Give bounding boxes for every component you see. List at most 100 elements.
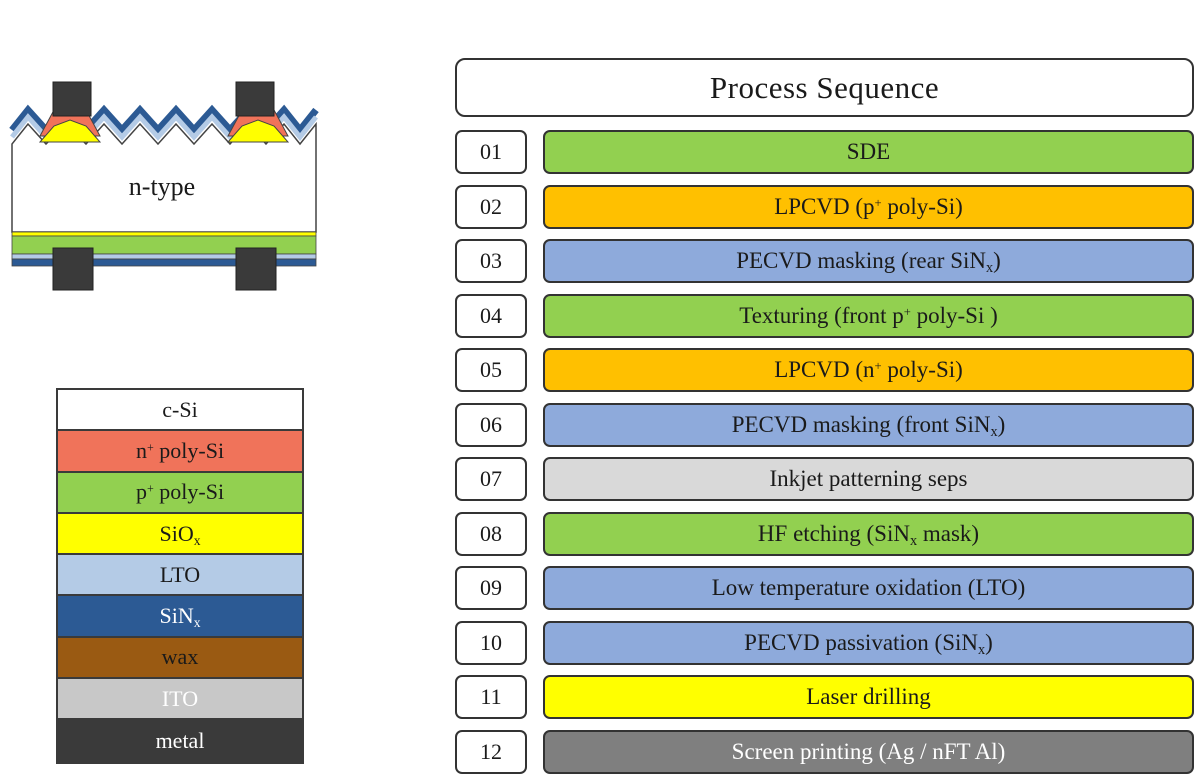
front-siox-right bbox=[226, 119, 290, 143]
step-label-text: LPCVD (p bbox=[774, 193, 875, 219]
step-label-superscript: + bbox=[874, 195, 882, 210]
process-step-11: 11 Laser drilling bbox=[455, 675, 1194, 719]
legend-label-text: LTO bbox=[159, 561, 201, 587]
step-label: Laser drilling bbox=[806, 684, 931, 710]
legend-label: ITO bbox=[162, 686, 198, 712]
step-number: 07 bbox=[455, 457, 527, 501]
step-description-bar: LPCVD (p+ poly-Si) bbox=[543, 184, 1194, 229]
step-number: 11 bbox=[455, 675, 527, 719]
step-label: Texturing (front p+ poly-Si ) bbox=[739, 303, 998, 329]
legend-item-wax: wax bbox=[58, 637, 302, 680]
step-label-text: PECVD masking (front SiN bbox=[731, 411, 991, 437]
step-label-text: Inkjet patterning seps bbox=[769, 466, 968, 491]
step-label: PECVD masking (rear SiNx) bbox=[736, 248, 1001, 276]
step-description-bar: Texturing (front p+ poly-Si ) bbox=[543, 293, 1194, 338]
legend-label-subscript: x bbox=[193, 614, 201, 630]
legend-label-subscript: x bbox=[193, 532, 201, 548]
step-number: 02 bbox=[455, 184, 527, 229]
step-number: 09 bbox=[455, 566, 527, 610]
step-label-text-cont: poly-Si ) bbox=[910, 302, 998, 328]
step-description-bar: Screen printing (Ag / nFT Al) bbox=[543, 729, 1194, 774]
step-label: HF etching (SiNx mask) bbox=[757, 520, 980, 549]
step-label-text: Laser drilling bbox=[806, 684, 931, 709]
solar-cell-cross-section: n-type bbox=[9, 81, 319, 291]
front-metal-contact-left bbox=[52, 81, 92, 117]
legend-item-lto: LTO bbox=[58, 555, 302, 597]
legend-label-text: c-Si bbox=[162, 396, 198, 422]
step-label-suffix: mask) bbox=[917, 520, 980, 546]
process-step-03: 03 PECVD masking (rear SiNx) bbox=[455, 239, 1194, 283]
legend-item-n-poly-si: n+ poly-Si bbox=[58, 431, 302, 473]
legend-label: SiOx bbox=[159, 521, 200, 547]
step-number: 04 bbox=[455, 293, 527, 338]
step-label-text: SDE bbox=[846, 139, 891, 164]
step-label-suffix: ) bbox=[985, 629, 993, 655]
legend-label-text: ITO bbox=[161, 685, 199, 711]
step-label-text: Screen printing (Ag / nFT Al) bbox=[731, 738, 1006, 764]
step-number: 08 bbox=[455, 511, 527, 556]
process-step-06: 06 PECVD masking (front SiNx) bbox=[455, 402, 1194, 447]
process-sequence-title: Process Sequence bbox=[455, 58, 1194, 117]
step-label-text: Texturing (front p bbox=[739, 302, 904, 328]
legend-label-text: metal bbox=[155, 728, 205, 754]
legend-label: wax bbox=[162, 644, 199, 670]
step-label: Inkjet patterning seps bbox=[769, 466, 967, 492]
legend-item-sinx: SiNx bbox=[58, 596, 302, 638]
front-siox-left bbox=[38, 119, 102, 143]
legend-label-prefix: p bbox=[135, 479, 147, 505]
step-label: PECVD masking (front SiNx) bbox=[731, 411, 1006, 440]
legend-label: n+ poly-Si bbox=[136, 438, 224, 464]
legend-label-suffix: poly-Si bbox=[153, 437, 225, 463]
step-label-text: LPCVD (n bbox=[774, 357, 875, 382]
substrate-label: n-type bbox=[129, 172, 195, 201]
process-step-01: 01 SDE bbox=[455, 130, 1194, 174]
step-description-bar: Inkjet patterning seps bbox=[543, 457, 1194, 501]
legend-item-p-poly-si: p+ poly-Si bbox=[58, 472, 302, 514]
step-number: 12 bbox=[455, 729, 527, 774]
step-label-subscript: x bbox=[985, 259, 994, 276]
process-step-02: 02 LPCVD (p+ poly-Si) bbox=[455, 184, 1194, 229]
step-label-superscript: + bbox=[874, 359, 882, 374]
step-number: 05 bbox=[455, 348, 527, 392]
legend-label: c-Si bbox=[162, 397, 197, 423]
step-description-bar: Laser drilling bbox=[543, 675, 1194, 719]
step-label-superscript: + bbox=[903, 304, 911, 319]
process-step-09: 09 Low temperature oxidation (LTO) bbox=[455, 566, 1194, 610]
process-step-07: 07 Inkjet patterning seps bbox=[455, 457, 1194, 501]
step-label-text: HF etching (SiN bbox=[757, 520, 910, 546]
legend-label: LTO bbox=[160, 562, 200, 588]
step-label-text: PECVD masking (rear SiN bbox=[736, 248, 986, 273]
rear-metal-contact-left bbox=[52, 247, 94, 291]
step-number: 06 bbox=[455, 402, 527, 447]
legend-label: metal bbox=[156, 728, 205, 754]
legend-item-ito: ITO bbox=[58, 679, 302, 721]
rear-metal-contact-right bbox=[235, 247, 277, 291]
step-description-bar: SDE bbox=[543, 130, 1194, 174]
step-label: LPCVD (p+ poly-Si) bbox=[774, 194, 963, 220]
step-number: 01 bbox=[455, 130, 527, 174]
step-description-bar: PECVD masking (rear SiNx) bbox=[543, 239, 1194, 283]
legend-item-metal: metal bbox=[58, 720, 302, 762]
step-label-subscript: x bbox=[909, 532, 918, 549]
step-description-bar: PECVD passivation (SiNx) bbox=[543, 620, 1194, 665]
process-step-12: 12 Screen printing (Ag / nFT Al) bbox=[455, 729, 1194, 774]
step-description-bar: HF etching (SiNx mask) bbox=[543, 511, 1194, 556]
step-label-subscript: x bbox=[990, 423, 998, 440]
step-label-text-cont: poly-Si) bbox=[881, 357, 963, 382]
legend-label-text: wax bbox=[161, 644, 199, 670]
legend-label-superscript: + bbox=[146, 440, 154, 455]
step-label-suffix: ) bbox=[993, 248, 1001, 273]
step-number: 03 bbox=[455, 239, 527, 283]
legend-label: SiNx bbox=[159, 603, 200, 629]
step-label: Low temperature oxidation (LTO) bbox=[712, 575, 1026, 601]
step-number: 10 bbox=[455, 620, 527, 665]
step-label: Screen printing (Ag / nFT Al) bbox=[732, 739, 1006, 765]
legend-label-suffix: poly-Si bbox=[153, 479, 225, 505]
step-description-bar: LPCVD (n+ poly-Si) bbox=[543, 348, 1194, 392]
step-label-text-cont: poly-Si) bbox=[881, 193, 963, 219]
step-label: SDE bbox=[847, 139, 890, 165]
step-description-bar: Low temperature oxidation (LTO) bbox=[543, 566, 1194, 610]
step-label: PECVD passivation (SiNx) bbox=[744, 629, 993, 658]
step-label-subscript: x bbox=[978, 641, 986, 658]
